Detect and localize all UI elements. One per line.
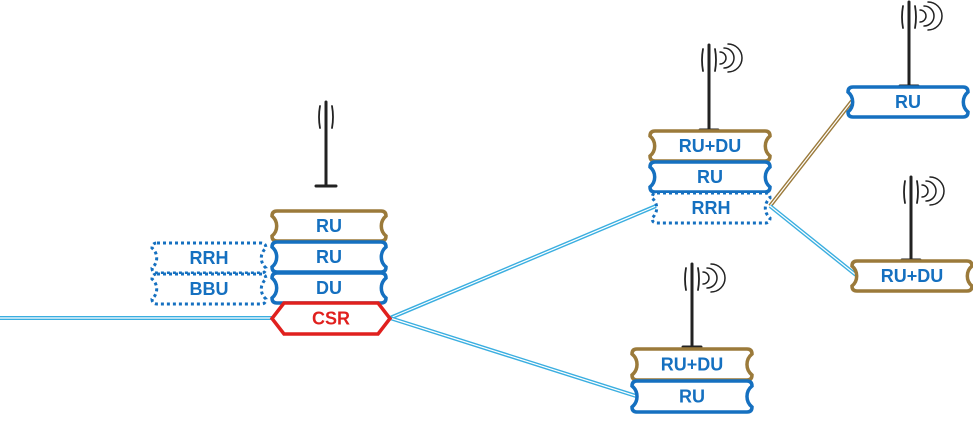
links: [0, 99, 858, 398]
nodes: RU RU DU RRH BBU CSR RU+DU RU RRH RU RU+DU RU+DU RU: [150, 85, 973, 414]
node-upper-ru: RU: [648, 160, 772, 194]
antenna-with-signal-waves-icon: [898, 0, 943, 88]
node-center-bbu: BBU: [150, 272, 268, 306]
antenna-with-signal-waves-icon: [900, 175, 945, 262]
node-center-du-label: DU: [316, 278, 342, 298]
node-center-du: DU: [270, 271, 388, 305]
link-rrh-far-right-rudu: [768, 204, 858, 277]
node-center-ru-top-label: RU: [316, 216, 342, 236]
node-far-right-rudu-shape: [850, 259, 973, 293]
node-upper-rrh-label: RRH: [692, 198, 731, 218]
node-upper-ru-label: RU: [697, 167, 723, 187]
node-center-bbu-label: BBU: [190, 279, 229, 299]
node-csr: CSR: [269, 301, 393, 336]
node-center-ru-top: RU: [270, 209, 388, 243]
node-center-rrh: RRH: [150, 241, 268, 275]
node-lower-ru-shape: [630, 379, 754, 414]
node-far-right-rudu-label: RU+DU: [881, 266, 944, 286]
link-rrh-far-right-ru: [768, 99, 854, 208]
node-upper-rrh-shape: [650, 191, 772, 225]
node-center-du-shape: [270, 271, 388, 305]
antennas: [314, 0, 945, 349]
antenna-with-signal-waves-icon: [698, 43, 743, 132]
node-center-ru: RU: [270, 240, 388, 274]
node-lower-ru-label: RU: [679, 387, 705, 407]
node-upper-rudu-label: RU+DU: [679, 136, 742, 156]
node-far-right-rudu: RU+DU: [850, 259, 973, 293]
node-center-rrh-shape: [150, 241, 268, 275]
antenna-with-signal-waves-icon: [681, 262, 726, 349]
link-csr-upper-site: [389, 204, 657, 320]
node-far-right-ru-label: RU: [895, 92, 921, 112]
node-center-bbu-shape: [150, 272, 268, 306]
node-far-right-ru: RU: [846, 85, 970, 119]
node-center-rrh-label: RRH: [190, 248, 229, 268]
node-lower-rudu: RU+DU: [630, 347, 754, 382]
node-lower-rudu-label: RU+DU: [661, 355, 724, 375]
antenna-icon: [314, 100, 338, 188]
node-csr-label: CSR: [312, 309, 350, 329]
node-center-ru-label: RU: [316, 247, 342, 267]
node-far-right-ru-shape: [846, 85, 970, 119]
node-upper-rrh: RRH: [650, 191, 772, 225]
node-lower-ru: RU: [630, 379, 754, 414]
link-csr-lower-site: [389, 316, 637, 398]
node-upper-rudu: RU+DU: [648, 129, 772, 163]
node-csr-shape: [269, 301, 393, 336]
